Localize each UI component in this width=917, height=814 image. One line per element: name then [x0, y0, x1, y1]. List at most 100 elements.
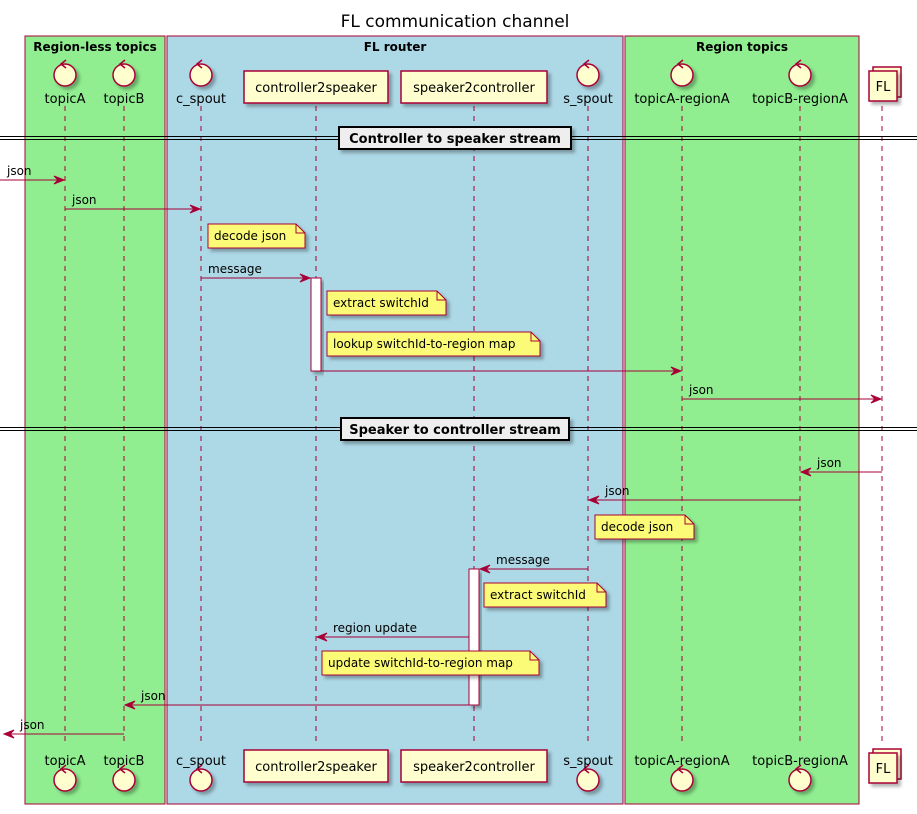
note-fold [436, 291, 446, 301]
activation-bar [468, 568, 480, 706]
message-label: json [6, 164, 32, 178]
message-label: region update [333, 621, 417, 635]
participant-label-topicA: topicA [45, 754, 86, 769]
participant-label-FL: FL [876, 762, 891, 777]
participant-label-FL: FL [876, 80, 891, 95]
box-title-router: FL router [364, 40, 427, 54]
collection-icon [868, 752, 898, 784]
message-label: json [688, 383, 714, 397]
participant-label-topicA: topicA [45, 92, 86, 107]
control-icon [112, 63, 136, 87]
note-fold [684, 515, 694, 525]
message-arrowhead [587, 495, 600, 505]
control-arrow-glyph [118, 59, 126, 69]
control-arrow-glyph [59, 59, 67, 69]
control-arrow-glyph [59, 764, 67, 774]
control-arrow-glyph [676, 764, 684, 774]
note-box [483, 582, 607, 608]
note-text: update switchId-to-region map [328, 656, 513, 670]
participant-label-speaker2controller: speaker2controller [413, 760, 535, 775]
note-fold [530, 332, 540, 342]
note-box [594, 514, 695, 540]
message-arrowhead [53, 175, 66, 185]
control-arrow-glyph [582, 59, 590, 69]
participant-label-c_spout: c_spout [176, 92, 226, 107]
collection-icon [868, 70, 898, 102]
message-arrowhead [478, 564, 491, 574]
control-icon [576, 63, 600, 87]
note-fold [295, 224, 305, 234]
participant-box-speaker2controller [400, 749, 548, 783]
note-fold [529, 651, 539, 661]
note-box [326, 331, 541, 357]
diagram-title: FL communication channel [341, 12, 570, 32]
activation-bar [310, 277, 322, 372]
participant-label-topicA_regionA: topicA-regionA [634, 754, 729, 769]
note-text: lookup switchId-to-region map [333, 337, 515, 351]
divider-label: Speaker to controller stream [349, 423, 561, 438]
control-arrow-glyph [794, 764, 802, 774]
box-title-regionless: Region-less topics [33, 40, 157, 54]
note-fold [596, 583, 606, 593]
message-arrowhead [315, 632, 328, 642]
note-text: decode json [214, 229, 286, 243]
participant-box-controller2speaker [243, 749, 389, 783]
note-box [321, 650, 540, 676]
box-title-region: Region topics [696, 40, 788, 54]
note-text: extract switchId [333, 296, 429, 310]
note-box [326, 290, 447, 316]
message-arrowhead [123, 700, 136, 710]
participant-label-speaker2controller: speaker2controller [413, 81, 535, 96]
participant-label-s_spout: s_spout [563, 754, 613, 769]
participant-label-topicB: topicB [104, 92, 145, 107]
box-regionless [24, 35, 166, 805]
note-box [207, 223, 306, 249]
message-label: json [816, 456, 842, 470]
control-icon [576, 768, 600, 792]
message-label: json [71, 193, 97, 207]
participant-label-topicB_regionA: topicB-regionA [752, 754, 848, 769]
participant-label-controller2speaker: controller2speaker [255, 81, 377, 96]
message-arrowhead [799, 467, 812, 477]
control-icon [53, 63, 77, 87]
participant-label-topicA_regionA: topicA-regionA [634, 92, 729, 107]
divider-box [338, 126, 572, 150]
control-icon [788, 63, 812, 87]
divider-label: Controller to speaker stream [349, 132, 561, 147]
control-icon [53, 768, 77, 792]
message-arrowhead [189, 204, 202, 214]
control-icon [189, 768, 213, 792]
participant-box-speaker2controller [400, 70, 548, 104]
message-arrowhead [2, 729, 15, 739]
control-icon [112, 768, 136, 792]
note-text: extract switchId [490, 588, 586, 602]
control-icon [670, 63, 694, 87]
message-label: json [19, 718, 45, 732]
message-label: json [604, 484, 630, 498]
control-arrow-glyph [676, 59, 684, 69]
participant-label-topicB_regionA: topicB-regionA [752, 92, 848, 107]
message-arrowhead [870, 394, 883, 404]
control-icon [670, 768, 694, 792]
participant-box-controller2speaker [243, 70, 389, 104]
participant-label-c_spout: c_spout [176, 754, 226, 769]
participant-label-controller2speaker: controller2speaker [255, 760, 377, 775]
box-region [624, 35, 860, 805]
control-arrow-glyph [794, 59, 802, 69]
message-label: message [208, 262, 262, 276]
control-arrow-glyph [195, 764, 203, 774]
control-arrow-glyph [118, 764, 126, 774]
message-label: json [140, 689, 166, 703]
participant-label-topicB: topicB [104, 754, 145, 769]
message-arrowhead [299, 273, 312, 283]
control-arrow-glyph [195, 59, 203, 69]
control-arrow-glyph [582, 764, 590, 774]
note-text: decode json [601, 520, 673, 534]
control-icon [788, 768, 812, 792]
participant-label-s_spout: s_spout [563, 92, 613, 107]
message-arrowhead [670, 366, 683, 376]
divider-box [340, 417, 570, 441]
message-label: message [496, 553, 550, 567]
control-icon [189, 63, 213, 87]
